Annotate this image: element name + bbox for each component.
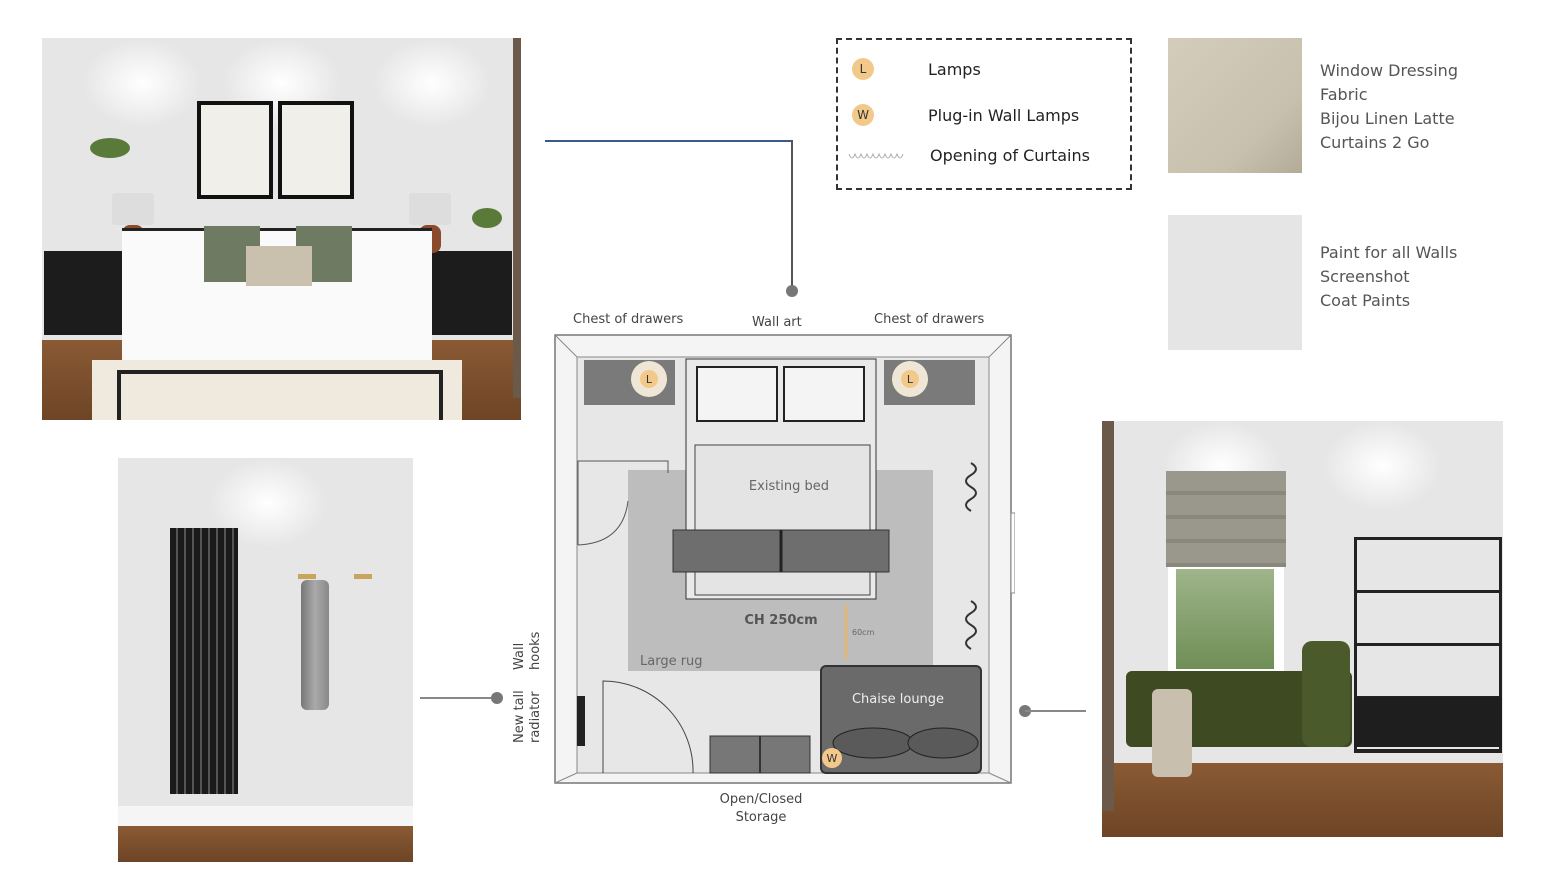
floor-plan: L L Existing bed CH 250cm 60cm Large rug… — [554, 334, 1015, 784]
paint-swatch — [1168, 215, 1302, 350]
roman-blind — [1166, 471, 1286, 567]
label-chest-right: Chest of drawers — [874, 312, 985, 327]
legend-label: Lamps — [928, 59, 981, 79]
radiator-line: New tall — [512, 690, 527, 743]
lamp-icon-left: L — [646, 373, 653, 386]
radiator-wall-visual — [118, 458, 413, 862]
legend-item-lamps: L Lamps — [852, 58, 981, 80]
label-radiator: New tall radiator — [512, 690, 544, 743]
chaise-corner-visual — [1102, 421, 1503, 837]
wall-art-left — [197, 101, 273, 199]
ceiling-height-label: CH 250cm — [744, 613, 817, 628]
label-wall-art: Wall art — [752, 315, 802, 330]
legend-item-wall-lamps: W Plug-in Wall Lamps — [852, 104, 1079, 126]
radiator-line: radiator — [528, 691, 543, 743]
lamp-icon-right: L — [907, 373, 914, 386]
swatch-line: Screenshot — [1320, 267, 1410, 286]
wall-hook — [354, 574, 372, 579]
curtain-icon — [965, 462, 977, 512]
paint-swatch-text: Paint for all Walls Screenshot Coat Pain… — [1320, 241, 1457, 313]
lamp-icon: L — [852, 58, 874, 80]
swatch-line: Fabric — [1320, 85, 1368, 104]
wall-hook — [298, 574, 316, 579]
label-chest-left: Chest of drawers — [573, 312, 684, 327]
bedroom-wall-visual — [42, 38, 521, 420]
swatch-line: Window Dressing — [1320, 61, 1458, 80]
hooks-line: Wall — [512, 642, 527, 670]
storage-line: Storage — [735, 810, 787, 825]
chaise-label: Chaise lounge — [852, 692, 944, 707]
storage-line: Open/Closed — [719, 792, 803, 807]
swatch-line: Curtains 2 Go — [1320, 133, 1430, 152]
connector-dot-left — [491, 692, 503, 704]
fabric-swatch-text: Window Dressing Fabric Bijou Linen Latte… — [1320, 59, 1458, 155]
label-storage: Open/Closed Storage — [719, 792, 803, 825]
rug-label: Large rug — [640, 654, 703, 669]
legend-label: Plug-in Wall Lamps — [928, 105, 1080, 125]
curtain-icon — [965, 600, 977, 650]
radiator-icon — [577, 696, 585, 746]
hooks-line: hooks — [528, 631, 543, 670]
fabric-swatch — [1168, 38, 1302, 173]
legend: L Lamps W Plug-in Wall Lamps Opening of … — [836, 38, 1132, 190]
wall-lamp-icon: W — [827, 752, 838, 765]
tall-radiator — [170, 528, 238, 794]
clearance-label: 60cm — [852, 628, 875, 637]
legend-item-curtains: Opening of Curtains — [848, 146, 1090, 165]
swatch-line: Bijou Linen Latte — [1320, 109, 1455, 128]
connector-dot-top — [786, 285, 798, 297]
bed-label: Existing bed — [749, 479, 829, 494]
legend-label: Opening of Curtains — [930, 146, 1090, 165]
label-wall-hooks: Wall hooks — [512, 632, 544, 670]
curtain-wave-icon — [848, 152, 904, 158]
wall-lamp-icon: W — [852, 104, 874, 126]
swatch-line: Paint for all Walls — [1320, 243, 1458, 262]
wall-art-right — [278, 101, 354, 199]
swatch-line: Coat Paints — [1320, 291, 1411, 310]
